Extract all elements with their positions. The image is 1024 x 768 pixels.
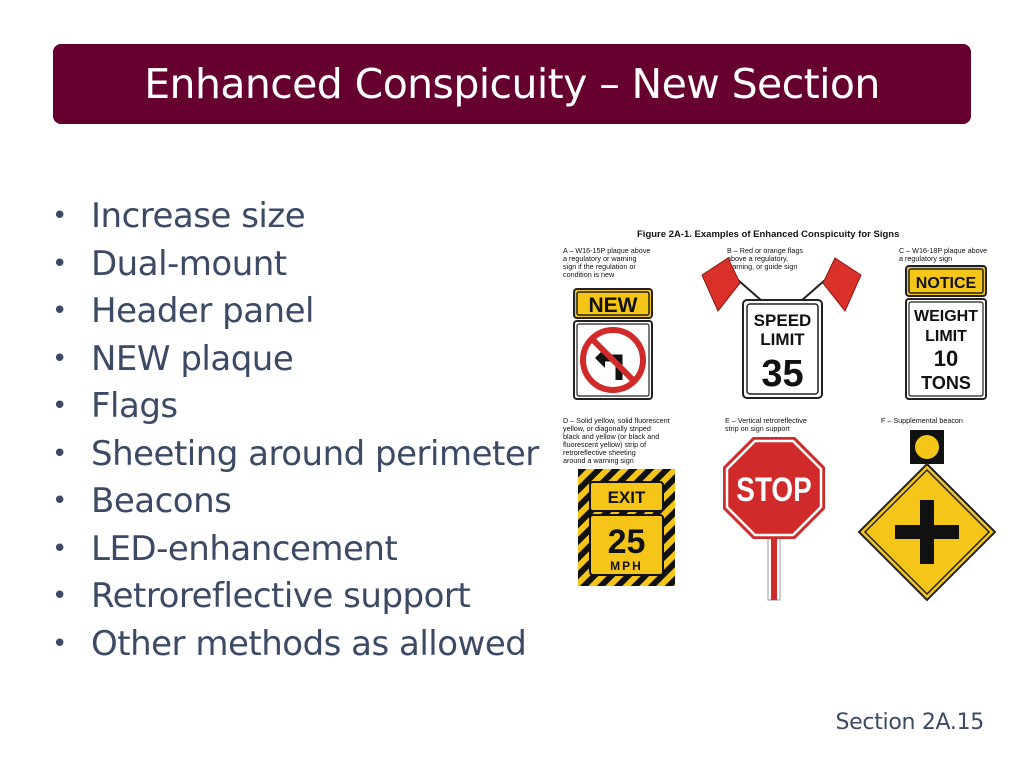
- weight-value-text: 10: [934, 346, 958, 371]
- bullet-item: • Header panel: [52, 288, 539, 336]
- bullet-list: • Increase size • Dual-mount • Header panel…: [52, 193, 539, 668]
- bullet-item: • Sheeting around perimeter: [52, 431, 539, 479]
- caption-a: A – W16-15P plaque above a regulatory or…: [563, 246, 651, 279]
- figure-title: Figure 2A-1. Examples of Enhanced Conspi…: [637, 229, 900, 240]
- bullet-item: • Dual-mount: [52, 241, 539, 289]
- bullet-dot: •: [52, 391, 67, 421]
- notice-text: NOTICE: [916, 275, 977, 292]
- bullet-text: Sheeting around perimeter: [91, 433, 539, 474]
- bullet-text: Header panel: [91, 291, 314, 331]
- bullet-text: Other methods as allowed: [91, 623, 527, 664]
- bullet-dot: •: [52, 533, 67, 564]
- bullet-text: NEW plaque: [91, 338, 294, 379]
- caption-c: C – W16-18P plaque above a regulatory si…: [899, 246, 988, 263]
- new-plaque-sign-icon: NEW: [573, 288, 653, 400]
- weight-text: WEIGHT: [914, 308, 978, 325]
- bullet-item: • Flags: [52, 383, 539, 431]
- caption-d: D – Solid yellow, solid fluorescent yell…: [563, 416, 670, 465]
- exit-text: EXIT: [608, 488, 646, 507]
- bullet-dot: •: [52, 581, 67, 611]
- slide-title: Enhanced Conspicuity – New Section: [144, 60, 880, 108]
- bullet-dot: •: [52, 201, 67, 231]
- title-bar: Enhanced Conspicuity – New Section: [53, 44, 971, 124]
- striped-exit-speed-sign-icon: EXIT 25 MPH: [578, 469, 675, 586]
- stop-sign-icon: STOP: [723, 437, 825, 601]
- bullet-text: Increase size: [91, 196, 306, 236]
- limit-text: LIMIT: [760, 330, 805, 349]
- mph-text: MPH: [610, 559, 643, 573]
- bullet-text: Retroreflective support: [91, 576, 471, 616]
- weight-limit-text: LIMIT: [925, 328, 967, 345]
- bullet-text: Beacons: [91, 481, 232, 521]
- bullet-dot: •: [52, 438, 67, 469]
- bullet-dot: •: [52, 486, 67, 516]
- speed-value-text: 35: [761, 353, 803, 395]
- bullet-dot: •: [52, 343, 67, 374]
- new-plaque-text: NEW: [589, 294, 638, 317]
- bullet-item: • Increase size: [52, 193, 539, 241]
- bullet-dot: •: [52, 628, 67, 659]
- bullet-dot: •: [52, 296, 67, 326]
- speed-text: SPEED: [754, 311, 812, 330]
- bullet-dot: •: [52, 248, 67, 279]
- caption-f: F – Supplemental beacon: [881, 416, 963, 425]
- stop-text: STOP: [736, 470, 811, 508]
- bullet-item: • Beacons: [52, 478, 539, 526]
- bullet-item: • NEW plaque: [52, 336, 539, 384]
- notice-weight-limit-sign-icon: NOTICE WEIGHT LIMIT 10 TONS: [905, 265, 987, 400]
- bullet-item: • Other methods as allowed: [52, 621, 539, 669]
- section-footer: Section 2A.15: [835, 710, 985, 735]
- bullet-text: Flags: [91, 386, 178, 426]
- bullet-item: • LED-enhancement: [52, 526, 539, 574]
- flags-speed-limit-sign-icon: SPEED LIMIT 35: [701, 257, 862, 399]
- bullet-text: Dual-mount: [91, 243, 287, 284]
- beacon-crossroad-sign-icon: [857, 430, 997, 602]
- caption-b: B – Red or orange flags above a regulato…: [727, 246, 803, 271]
- exit-speed-text: 25: [608, 523, 646, 561]
- figure-enhanced-conspicuity: Figure 2A-1. Examples of Enhanced Conspi…: [555, 225, 1000, 605]
- caption-e: E – Vertical retroreflective strip on si…: [725, 416, 807, 433]
- tons-text: TONS: [921, 373, 971, 393]
- bullet-text: LED-enhancement: [91, 528, 398, 569]
- bullet-item: • Retroreflective support: [52, 573, 539, 621]
